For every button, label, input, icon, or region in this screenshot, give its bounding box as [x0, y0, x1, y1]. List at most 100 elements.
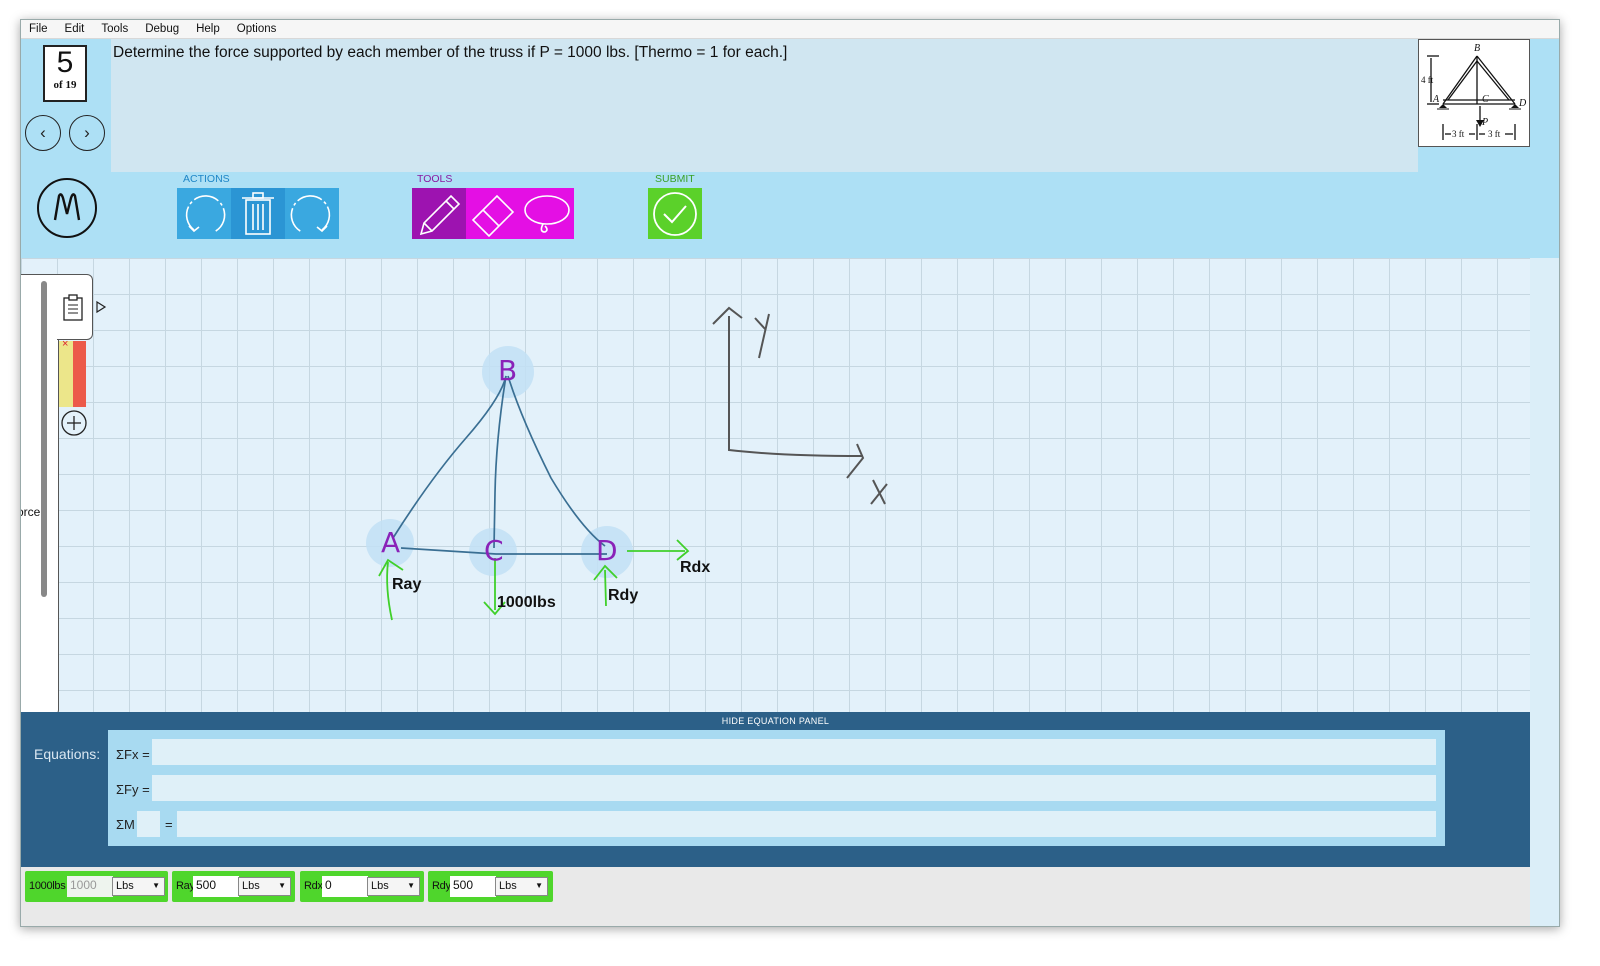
- chevron-left-icon: ‹: [40, 123, 46, 142]
- lasso-tool-button[interactable]: [520, 188, 574, 239]
- force-chip-1000lbs: 1000lbs 1000 Lbs▼: [25, 871, 168, 902]
- app-logo[interactable]: [37, 178, 97, 238]
- sum-fx-input[interactable]: [152, 739, 1436, 765]
- clipboard-icon: [63, 294, 83, 321]
- eraser-tool-button[interactable]: [466, 188, 520, 239]
- force-chip-name: Ray: [176, 880, 195, 892]
- sum-fy-label: ΣFy =: [116, 782, 150, 797]
- actions-group-label: ACTIONS: [183, 173, 230, 185]
- caret-down-icon: ▼: [278, 881, 286, 890]
- node-a-highlight[interactable]: [366, 519, 414, 567]
- submit-group-label: SUBMIT: [655, 173, 695, 185]
- node-c-label: C: [484, 534, 504, 567]
- equation-panel: HIDE EQUATION PANEL Equations: ΣFx = ΣFy…: [21, 712, 1530, 867]
- pencil-icon: [419, 194, 461, 235]
- force-chip-name: Rdx: [304, 880, 323, 892]
- sum-m-label: ΣM: [116, 817, 135, 832]
- menu-file[interactable]: File: [29, 23, 48, 35]
- node-d-label: D: [596, 534, 618, 567]
- force-chip-name: 1000lbs: [29, 880, 66, 892]
- equations-box: ΣFx = ΣFy = ΣM =: [108, 730, 1445, 846]
- submit-button[interactable]: [648, 188, 702, 239]
- side-panel: orce: [21, 274, 59, 716]
- sum-fx-label: ΣFx =: [116, 747, 150, 762]
- note-card-yellow[interactable]: [59, 341, 73, 407]
- unit-dropdown-value: Lbs: [371, 880, 389, 892]
- force-value-field[interactable]: 1000: [67, 876, 113, 897]
- trash-icon: [242, 191, 274, 235]
- force-value-field[interactable]: 500: [450, 876, 496, 897]
- unit-dropdown[interactable]: Lbs ▼: [238, 877, 291, 896]
- undo-icon: [185, 194, 226, 233]
- member-ab[interactable]: [392, 375, 507, 539]
- menu-debug[interactable]: Debug: [145, 23, 180, 35]
- node-c-highlight[interactable]: [469, 528, 517, 576]
- sum-m-equals: =: [165, 817, 173, 832]
- caret-down-icon: ▼: [535, 881, 543, 890]
- problem-text: Determine the force supported by each me…: [113, 44, 788, 61]
- hide-equation-panel-button[interactable]: HIDE EQUATION PANEL: [721, 716, 830, 726]
- header-panel: 5 of 19 ‹ › Determine the force supporte…: [21, 39, 1559, 258]
- drawing-canvas[interactable]: orce ×: [21, 258, 1530, 716]
- unit-dropdown[interactable]: Lbs▼: [367, 877, 420, 896]
- axes-sketch: [728, 316, 864, 457]
- force-rdx-label: Rdx: [680, 559, 711, 576]
- figure-height-label: 4 ft: [1421, 75, 1434, 85]
- force-chip-ray: Ray 500 Lbs ▼: [172, 871, 295, 902]
- node-b-label: B: [498, 354, 518, 387]
- m-logo-icon: [53, 193, 81, 221]
- force-rdy-arrow[interactable]: [604, 569, 607, 607]
- redo-icon: [290, 194, 331, 233]
- expand-panel-icon[interactable]: [95, 300, 107, 314]
- member-acd[interactable]: [400, 547, 607, 555]
- menu-edit[interactable]: Edit: [64, 23, 85, 35]
- force-ray-label: Ray: [392, 576, 422, 593]
- app-window: File Edit Tools Debug Help Options 5 of …: [20, 19, 1560, 927]
- force-values-bar: 1000lbs 1000 Lbs▼ Ray 500 Lbs▼ Rdx 0 Lbs…: [21, 867, 1530, 926]
- chevron-right-icon: ›: [84, 123, 90, 142]
- force-value-field[interactable]: 0: [322, 876, 368, 897]
- node-b-highlight[interactable]: [482, 346, 534, 398]
- tools-group-label: TOOLS: [417, 173, 453, 185]
- side-panel-label: orce: [21, 505, 41, 519]
- equations-label: Equations:: [34, 746, 101, 762]
- add-note-button[interactable]: [60, 409, 88, 437]
- page-counter: 5 of 19: [43, 45, 87, 102]
- figure-label-b: B: [1474, 43, 1480, 54]
- note-card-red[interactable]: [73, 341, 86, 407]
- sum-m-input[interactable]: [177, 811, 1436, 837]
- redo-button[interactable]: [285, 188, 339, 239]
- caret-down-icon: ▼: [152, 881, 160, 890]
- member-bd[interactable]: [507, 375, 606, 547]
- menu-help[interactable]: Help: [196, 23, 220, 35]
- problem-statement-box: Determine the force supported by each me…: [111, 39, 1418, 172]
- undo-button[interactable]: [177, 188, 231, 239]
- figure-label-p: P: [1481, 117, 1488, 128]
- unit-dropdown[interactable]: Lbs▼: [112, 877, 165, 896]
- menu-options[interactable]: Options: [236, 23, 277, 35]
- force-rdy-label: Rdy: [608, 587, 639, 604]
- next-page-button[interactable]: ›: [69, 115, 105, 151]
- node-d-highlight[interactable]: [581, 526, 633, 578]
- member-bc[interactable]: [493, 375, 507, 549]
- delete-button[interactable]: [231, 188, 285, 239]
- force-chip-name: Rdy: [432, 880, 451, 892]
- problem-figure: B A C D P 4 ft 3 ft 3 ft: [1418, 39, 1530, 147]
- sum-fy-input[interactable]: [152, 775, 1436, 801]
- force-ray-arrow[interactable]: [386, 561, 393, 621]
- close-icon[interactable]: ×: [62, 338, 69, 350]
- figure-label-a: A: [1432, 94, 1440, 105]
- menu-tools[interactable]: Tools: [101, 23, 129, 35]
- unit-dropdown-value: Lbs: [499, 880, 517, 892]
- force-value-field[interactable]: 500: [193, 876, 239, 897]
- unit-dropdown-value: Lbs: [242, 880, 260, 892]
- notes-tab[interactable]: [57, 274, 93, 340]
- pencil-tool-button[interactable]: [412, 188, 466, 239]
- figure-label-d: D: [1518, 98, 1527, 109]
- unit-dropdown[interactable]: Lbs ▼: [495, 877, 548, 896]
- previous-page-button[interactable]: ‹: [25, 115, 61, 151]
- side-panel-scrollbar[interactable]: [41, 281, 47, 597]
- truss-sketch: [366, 306, 888, 621]
- moment-point-input[interactable]: [137, 811, 160, 837]
- menu-bar: File Edit Tools Debug Help Options: [21, 20, 1559, 39]
